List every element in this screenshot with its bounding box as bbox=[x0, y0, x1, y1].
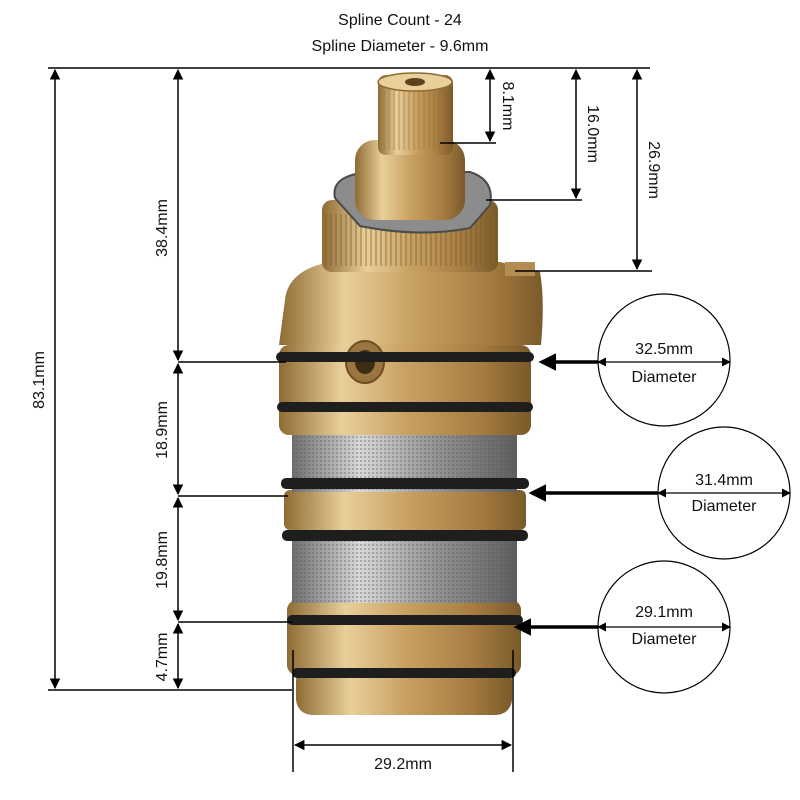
mid-section-2-label: 19.8mm bbox=[154, 531, 171, 589]
diameter-value-1: 32.5mm bbox=[635, 341, 693, 358]
diameter-label-2: Diameter bbox=[692, 498, 758, 515]
o-ring-2 bbox=[277, 402, 533, 412]
upper-body bbox=[279, 345, 531, 435]
stem-to-ring-label: 16.0mm bbox=[584, 105, 601, 163]
base-width-label: 29.2mm bbox=[374, 756, 432, 773]
mid-section-1-label: 18.9mm bbox=[154, 401, 171, 459]
spline-diameter-label: Spline Diameter - 9.6mm bbox=[311, 38, 489, 55]
diameter-label-1: Diameter bbox=[632, 369, 698, 386]
diameter-circle-1 bbox=[597, 293, 731, 427]
upper-section-label: 38.4mm bbox=[154, 199, 171, 257]
o-ring-6 bbox=[292, 668, 516, 678]
diameter-value-3: 29.1mm bbox=[635, 604, 693, 621]
spline-count-label: Spline Count - 24 bbox=[338, 12, 462, 29]
bottom-section-label: 4.7mm bbox=[154, 633, 171, 682]
o-ring-3 bbox=[281, 478, 529, 489]
diameter-callout-1: 32.5mm Diameter bbox=[538, 293, 731, 427]
o-ring-1 bbox=[276, 352, 534, 362]
spline-length-label: 8.1mm bbox=[499, 82, 516, 131]
stem-collar bbox=[355, 140, 465, 220]
shoulder-notch bbox=[505, 262, 535, 276]
diameter-label-3: Diameter bbox=[632, 631, 698, 648]
o-ring-4 bbox=[282, 530, 528, 541]
shoulder-cap bbox=[279, 262, 543, 345]
diameter-callout-2: 31.4mm Diameter bbox=[528, 426, 791, 560]
overall-height-label: 83.1mm bbox=[31, 351, 48, 409]
cartridge-photo bbox=[276, 72, 543, 715]
diameter-callout-3: 29.1mm Diameter bbox=[513, 560, 731, 694]
middle-band bbox=[284, 490, 526, 530]
diameter-value-2: 31.4mm bbox=[695, 472, 753, 489]
stem-to-shoulder-label: 26.9mm bbox=[645, 141, 662, 199]
stem-bore bbox=[405, 78, 425, 86]
dimension-lines bbox=[48, 67, 652, 772]
bottom-body bbox=[287, 600, 521, 675]
o-ring-5 bbox=[287, 615, 523, 625]
